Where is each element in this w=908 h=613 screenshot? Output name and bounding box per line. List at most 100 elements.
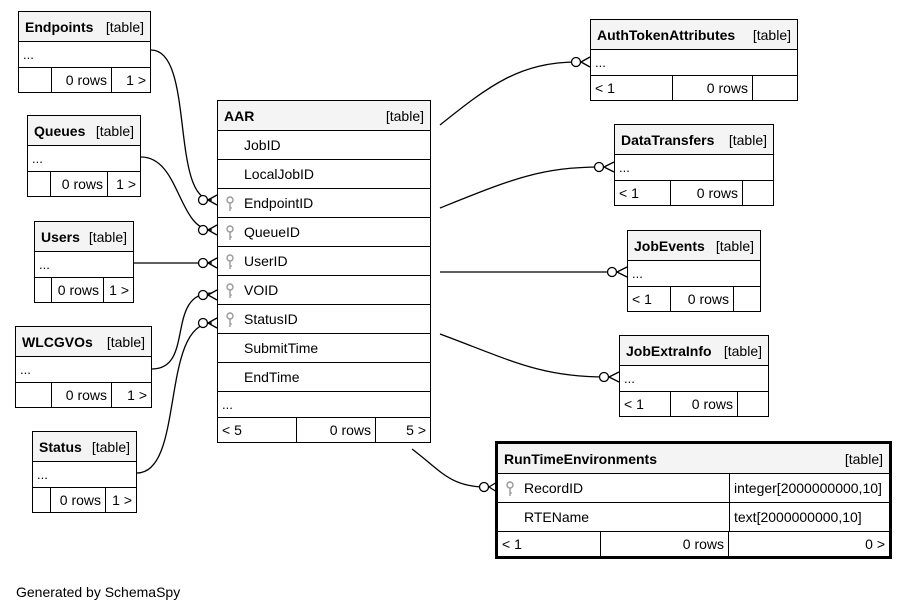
parents-count: < 1 xyxy=(628,287,671,311)
table-header: JobEvents [table] xyxy=(628,231,760,261)
foreign-key-icon xyxy=(225,283,235,302)
column-row[interactable]: EndTime xyxy=(218,363,430,392)
table-datatransfers[interactable]: DataTransfers [table] ... < 1 0 rows xyxy=(614,124,774,206)
table-footer: < 1 0 rows xyxy=(615,181,773,205)
table-type: [table] xyxy=(715,237,754,254)
edge-aar-authtoken xyxy=(439,61,579,126)
table-header: Queues [table] xyxy=(28,116,140,146)
column-row[interactable]: JobID xyxy=(218,131,430,160)
table-endpoints[interactable]: Endpoints [table] ... 0 rows 1 > xyxy=(18,11,151,93)
table-queues[interactable]: Queues [table] ... 0 rows 1 > xyxy=(27,115,141,197)
table-more: ... xyxy=(16,357,151,383)
column-name: EndTime xyxy=(244,369,300,385)
table-name: AuthTokenAttributes xyxy=(597,26,736,43)
column-name: JobID xyxy=(244,137,281,153)
table-header: AuthTokenAttributes [table] xyxy=(591,20,797,50)
edge-marker xyxy=(197,194,209,206)
table-footer: < 1 0 rows xyxy=(628,287,760,311)
table-name: JobEvents xyxy=(634,237,705,254)
edge-queues-aar xyxy=(140,156,213,231)
table-jobextrainfo[interactable]: JobExtraInfo [table] ... < 1 0 rows xyxy=(619,335,769,417)
table-footer: < 1 0 rows xyxy=(620,392,768,416)
column-row[interactable]: UserID xyxy=(218,247,430,276)
children-count xyxy=(734,287,760,311)
table-type: [table] xyxy=(728,131,767,148)
table-name: Queues xyxy=(34,122,86,139)
table-header: AAR [table] xyxy=(218,101,430,131)
column-name: LocalJobID xyxy=(244,166,315,182)
row-count: 0 rows xyxy=(671,181,743,205)
children-count: 1 > xyxy=(109,282,129,298)
column-row[interactable]: StatusID xyxy=(218,305,430,334)
children-count xyxy=(738,392,768,416)
column-name: VOID xyxy=(244,282,279,298)
column-row[interactable]: LocalJobID xyxy=(218,160,430,189)
column-type: integer[2000000000,10] xyxy=(729,474,889,502)
column-row[interactable]: VOID xyxy=(218,276,430,305)
table-header: JobExtraInfo [table] xyxy=(620,336,768,366)
table-footer: 0 rows 1 > xyxy=(16,383,151,407)
column-name: RecordID xyxy=(524,480,584,496)
children-count: 1 > xyxy=(127,387,147,403)
column-row[interactable]: SubmitTime xyxy=(218,334,430,363)
parents-count: < 1 xyxy=(498,532,601,556)
column-row[interactable]: RecordID integer[2000000000,10] xyxy=(498,474,889,503)
column-type: text[2000000000,10] xyxy=(729,503,889,531)
parents-count: < 5 xyxy=(218,418,297,442)
children-count xyxy=(743,181,773,205)
table-more: ... xyxy=(591,50,797,76)
table-name: WLCGVOs xyxy=(22,333,93,350)
parents-count xyxy=(19,68,52,92)
children-count: 5 > xyxy=(406,422,426,438)
table-footer: 0 rows 1 > xyxy=(33,488,136,512)
row-count: 0 rows xyxy=(671,287,734,311)
table-more: ... xyxy=(19,42,150,68)
table-name: AAR xyxy=(224,107,255,124)
edge-marker xyxy=(197,289,209,301)
table-type: [table] xyxy=(88,228,127,245)
row-count: 0 rows xyxy=(52,383,112,407)
edge-marker xyxy=(478,481,490,493)
table-footer: < 1 0 rows xyxy=(591,76,797,100)
generated-by-footer: Generated by SchemaSpy xyxy=(16,584,181,600)
table-aar[interactable]: AAR [table] JobID LocalJobID EndpointID Que… xyxy=(217,100,431,443)
table-name: Status xyxy=(39,438,82,455)
table-type: [table] xyxy=(95,122,134,139)
table-name: JobExtraInfo xyxy=(626,342,712,359)
table-status[interactable]: Status [table] ... 0 rows 1 > xyxy=(32,431,137,513)
table-type: [table] xyxy=(91,438,130,455)
row-count: 0 rows xyxy=(673,76,753,100)
table-users[interactable]: Users [table] ... 0 rows 1 > xyxy=(34,221,134,303)
edge-aar-rte xyxy=(411,448,487,488)
edge-aar-jobextrainfo xyxy=(439,333,607,378)
table-more: ... xyxy=(615,155,773,181)
table-name: Users xyxy=(41,228,80,245)
children-count: 1 > xyxy=(112,492,132,508)
row-count: 0 rows xyxy=(671,392,738,416)
edge-marker xyxy=(197,224,209,236)
foreign-key-icon xyxy=(505,481,515,500)
table-header: DataTransfers [table] xyxy=(615,125,773,155)
table-header: Status [table] xyxy=(33,432,136,462)
table-type: [table] xyxy=(385,107,424,124)
children-count: 1 > xyxy=(116,176,136,192)
edge-marker xyxy=(593,161,605,173)
table-type: [table] xyxy=(752,26,791,43)
table-wlcgvos[interactable]: WLCGVOs [table] ... 0 rows 1 > xyxy=(15,326,152,408)
column-name: QueueID xyxy=(244,224,301,240)
row-count: 0 rows xyxy=(52,68,112,92)
table-authtokenattributes[interactable]: AuthTokenAttributes [table] ... < 1 0 ro… xyxy=(590,19,798,101)
children-count: 1 > xyxy=(126,72,146,88)
edge-marker xyxy=(197,257,209,269)
foreign-key-icon xyxy=(225,196,235,215)
column-name: StatusID xyxy=(244,311,298,327)
column-row[interactable]: EndpointID xyxy=(218,189,430,218)
table-jobevents[interactable]: JobEvents [table] ... < 1 0 rows xyxy=(627,230,761,312)
edge-marker xyxy=(606,266,618,278)
table-header: Endpoints [table] xyxy=(19,12,150,42)
column-row[interactable]: QueueID xyxy=(218,218,430,247)
